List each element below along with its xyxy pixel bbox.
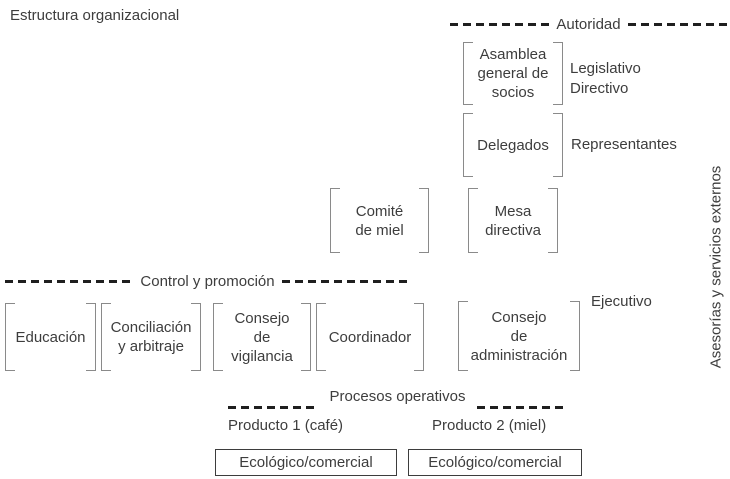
section-header-autoridad: Autoridad	[450, 13, 727, 35]
box-ecologico-comercial-cafe: Ecológico/comercial	[215, 449, 397, 476]
node-label: Coordinador	[328, 328, 412, 346]
dashed-line-left	[5, 279, 134, 283]
node-consejo-de-administracion: Consejo de administración	[458, 301, 580, 371]
node-label: Mesa directiva	[485, 202, 541, 239]
node-label: Consejo de administración	[470, 308, 568, 364]
section-header-control-y-promocion: Control y promoción	[5, 270, 411, 292]
section-label-autoridad: Autoridad	[556, 15, 621, 33]
node-mesa-directiva: Mesa directiva	[468, 188, 558, 253]
dashed-line-producto1	[228, 406, 318, 409]
node-consejo-de-vigilancia: Consejo de vigilancia	[213, 303, 311, 371]
node-label: Comité de miel	[355, 202, 404, 239]
dashed-line-right	[281, 279, 411, 283]
page-title: Estructura organizacional	[10, 7, 180, 24]
label-producto-2-miel: Producto 2 (miel)	[432, 417, 547, 434]
annotation-representantes: Representantes	[571, 136, 677, 153]
dashed-line-left	[450, 22, 550, 26]
node-label: Delegados	[477, 136, 549, 154]
node-asamblea-general-de-socios: Asamblea general de socios	[463, 42, 563, 105]
node-label: Conciliación y arbitraje	[110, 319, 192, 355]
section-label-procesos-operativos: Procesos operativos	[329, 388, 466, 405]
label-producto-1-cafe: Producto 1 (café)	[228, 417, 344, 434]
dashed-line-right	[627, 22, 727, 26]
box-label: Ecológico/comercial	[428, 454, 562, 471]
node-coordinador: Coordinador	[316, 303, 424, 371]
node-comite-de-miel: Comité de miel	[330, 188, 429, 253]
annotation-legislativo-directivo: Legislativo Directivo	[570, 60, 641, 97]
dashed-line-producto2	[477, 406, 567, 409]
box-ecologico-comercial-miel: Ecológico/comercial	[408, 449, 582, 476]
node-label: Asamblea general de socios	[477, 46, 549, 101]
node-delegados: Delegados	[463, 113, 563, 177]
section-label-control-y-promocion: Control y promoción	[140, 272, 275, 290]
box-label: Ecológico/comercial	[239, 454, 373, 471]
label-asesorias-y-servicios-externos: Asesorías y servicios externos	[707, 165, 725, 369]
node-educacion: Educación	[5, 303, 96, 371]
node-label: Educación	[15, 328, 86, 346]
annotation-ejecutivo: Ejecutivo	[591, 293, 652, 310]
node-label: Consejo de vigilancia	[231, 309, 293, 365]
node-conciliacion-y-arbitraje: Conciliación y arbitraje	[101, 303, 201, 371]
